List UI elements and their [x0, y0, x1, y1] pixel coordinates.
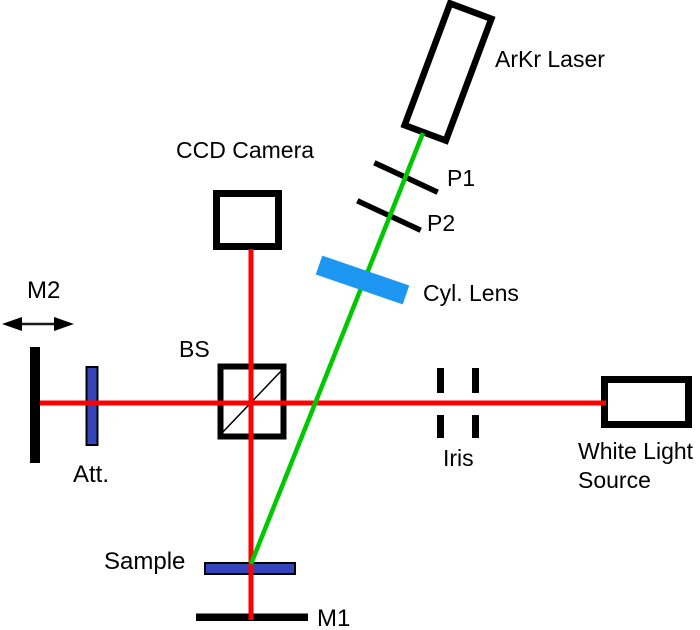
iris-blade-bottom-right: [472, 415, 479, 438]
m2-arrowhead-left-icon: [2, 317, 22, 331]
ccd-camera-box: [213, 190, 282, 250]
iris-blade-bottom-left: [437, 415, 444, 438]
cylindrical-lens: [315, 255, 410, 305]
label-iris: Iris: [443, 445, 474, 471]
label-bs: BS: [179, 336, 210, 362]
label-m2: M2: [27, 277, 61, 304]
arkr-laser-box: [400, 0, 496, 145]
label-white-light-line1: White Light: [578, 438, 694, 464]
label-sample: Sample: [104, 548, 186, 575]
iris-blade-top-left: [437, 368, 444, 393]
label-arkr-laser: ArKr Laser: [495, 46, 605, 72]
label-m1: M1: [317, 605, 351, 630]
green-beam: [248, 132, 426, 565]
label-cyl-lens: Cyl. Lens: [423, 280, 519, 306]
white-light-source-box: [601, 376, 692, 428]
mirror-m2-bar: [30, 347, 40, 463]
m2-arrowhead-right-icon: [54, 317, 74, 331]
attenuator-plate: [85, 366, 99, 446]
label-ccd-camera: CCD Camera: [176, 137, 315, 163]
label-white-light-line2: Source: [578, 467, 651, 494]
iris-blade-top-right: [472, 368, 479, 393]
label-p1: P1: [447, 165, 476, 191]
label-p2: P2: [427, 210, 456, 236]
label-att: Att.: [73, 461, 110, 488]
